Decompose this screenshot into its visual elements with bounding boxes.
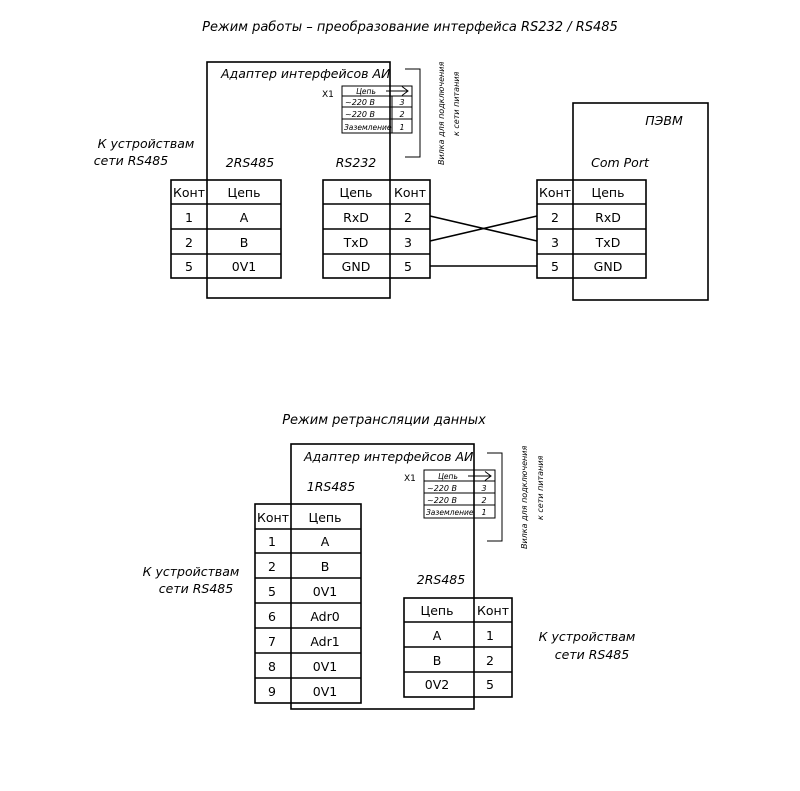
d2-left-col-cep: Цепь [309,510,342,525]
d1-rs232-row-2-pin: 3 [404,235,412,250]
d2-left-row-1-pin: 1 [268,534,276,549]
d1-comport-label: Com Port [591,155,650,170]
d1-x1-row-3-circuit: Заземление [344,123,392,132]
d1-rs485-table: Конт Цепь 1 A 2 B 5 0V1 [170,179,282,279]
d1-pc-col-kont: Конт [539,185,571,200]
d2-right-row-3-pin: 5 [486,677,494,692]
d1-adapter-title: Адаптер интерфейсов АИ [220,66,391,81]
d1-x1-label: X1 [322,90,334,100]
d2-left-row-4-pin: 6 [268,609,276,624]
d1-rs485-row-2-pin: 2 [185,235,193,250]
d1-wire-txd-rxd [429,215,538,242]
d1-rs485-row-1-circuit: A [240,210,249,225]
d2-left-row-2-pin: 2 [268,559,276,574]
d1-plug-label-2: к сети питания [452,71,461,136]
d2-left-label-1: К устройствам [143,564,240,579]
d2-x1-label: X1 [404,474,416,484]
diagram2-title: Режим ретрансляции данных [282,413,486,428]
d1-rs232-row-1-pin: 2 [404,210,412,225]
d2-x1-row-1-circuit: ~220 В [427,484,457,493]
d2-x1-row-2-pin: 2 [481,496,486,505]
d1-rs232-col-cep: Цепь [340,185,373,200]
d1-side-label-2: сети RS485 [94,153,168,168]
d2-x1-row-1-pin: 3 [481,484,486,493]
d1-x1-header: Цепь [356,87,376,96]
d2-adapter-title: Адаптер интерфейсов АИ [303,449,474,464]
d1-rs232-row-3-circuit: GND [342,259,371,274]
d2-left-col-kont: Конт [257,510,289,525]
d1-pc-row-1-pin: 2 [551,210,559,225]
d1-side-label-1: К устройствам [98,136,195,151]
diagram1-title: Режим работы – преобразование интерфейса… [202,20,618,35]
d2-right-row-2-pin: 2 [486,653,494,668]
d2-left-row-5-circuit: Adr1 [310,634,339,649]
d2-left-row-5-pin: 7 [268,634,276,649]
d2-left-row-6-pin: 8 [268,659,276,674]
d2-x1-row-2-circuit: ~220 В [427,496,457,505]
d1-x1-row-2-circuit: ~220 В [345,110,375,119]
d1-rs232-row-3-pin: 5 [404,259,412,274]
d1-rs485-row-1-pin: 1 [185,210,193,225]
d1-plug-bracket [405,68,421,158]
d1-x1-row-3-pin: 1 [399,123,404,132]
d2-left-row-3-pin: 5 [268,584,276,599]
d2-left-row-1-circuit: A [321,534,330,549]
d2-rs485-1-label: 1RS485 [307,479,355,494]
d2-x1-row-3-circuit: Заземление [426,508,474,517]
d2-x1-row-3-pin: 1 [481,508,486,517]
d1-rs232-table: Цепь Конт RxD 2 TxD 3 GND 5 [322,179,431,279]
d1-pc-row-3-circuit: GND [594,259,623,274]
d2-right-label-2: сети RS485 [555,647,629,662]
d1-rs232-row-2-circuit: TxD [343,235,369,250]
d2-left-row-7-circuit: 0V1 [313,684,337,699]
d1-x1-row-2-pin: 2 [399,110,404,119]
d2-x1-header: Цепь [438,472,458,481]
d2-rs485-2-label: 2RS485 [417,572,465,587]
d2-plug-label-2: к сети питания [536,455,545,520]
d1-pc-row-3-pin: 5 [551,259,559,274]
d1-pc-label: ПЭВМ [645,113,683,128]
d2-left-row-2-circuit: B [321,559,330,574]
d2-left-row-4-circuit: Adr0 [310,609,339,624]
d1-rs232-col-kont: Конт [394,185,426,200]
d1-rs232-row-1-circuit: RxD [343,210,369,225]
d2-left-table: Конт Цепь 1 A 2 B 5 0V1 6 Adr0 7 Adr1 8 … [254,503,362,704]
d2-right-label-1: К устройствам [539,629,636,644]
d1-rs485-col-cep: Цепь [228,185,261,200]
d2-right-col-kont: Конт [477,603,509,618]
d2-plug-bracket [487,452,503,542]
d2-right-row-1-pin: 1 [486,628,494,643]
d1-x1-row-1-pin: 3 [399,98,404,107]
d2-x1-table: Цепь ~220 В 3 ~220 В 2 Заземление 1 [423,469,496,519]
d1-pc-row-2-circuit: TxD [595,235,621,250]
d2-left-row-3-circuit: 0V1 [313,584,337,599]
d2-left-row-6-circuit: 0V1 [313,659,337,674]
d1-rs485-row-2-circuit: B [240,235,249,250]
d2-left-label-2: сети RS485 [159,581,233,596]
d1-x1-table: Цепь ~220 В 3 ~220 В 2 Заземление 1 [341,85,413,134]
d1-rs232-label: RS232 [336,155,377,170]
d1-rs485-col-kont: Конт [173,185,205,200]
d1-plug-label-1: Вилка для подключения [437,62,446,165]
d1-pc-row-2-pin: 3 [551,235,559,250]
d2-right-row-3-circuit: 0V2 [425,677,449,692]
d1-pc-col-cep: Цепь [592,185,625,200]
d1-rs485-row-3-circuit: 0V1 [232,259,256,274]
d2-right-col-cep: Цепь [421,603,454,618]
d1-pc-row-1-circuit: RxD [595,210,621,225]
d1-rs485-row-3-pin: 5 [185,259,193,274]
d2-plug-label-1: Вилка для подключения [520,446,529,549]
d2-left-row-7-pin: 9 [268,684,276,699]
d1-pc-table: Конт Цепь 2 RxD 3 TxD 5 GND [536,179,647,279]
d2-right-row-1-circuit: A [433,628,442,643]
d1-rs485-label: 2RS485 [226,155,274,170]
d2-right-table: Цепь Конт A 1 B 2 0V2 5 [403,597,513,698]
d1-x1-row-1-circuit: ~220 В [345,98,375,107]
d2-right-row-2-circuit: B [433,653,442,668]
